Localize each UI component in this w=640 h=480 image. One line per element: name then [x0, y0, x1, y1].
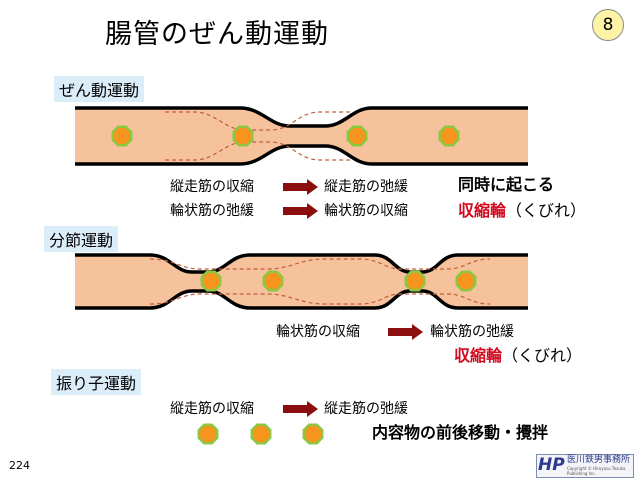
section-label-pendular: 振り子運動: [51, 369, 142, 395]
segmentation-tube-body: [75, 255, 528, 308]
publisher-logo-mark: HP: [538, 455, 565, 475]
section-label-segmentation: 分節運動: [44, 226, 119, 252]
peristalsis-dash-prev-bottom: [165, 141, 350, 161]
bolus-peristalsis-2: [346, 125, 368, 147]
peristalsis-ring-paren: （くびれ）: [506, 201, 587, 220]
publisher-logo: [536, 454, 634, 478]
page-number: 224: [9, 459, 30, 472]
peristalsis-wall-bottom: [75, 144, 528, 166]
bolus-group: [111, 125, 477, 445]
arrow-peristalsis-2: [283, 203, 318, 219]
peristalsis-line2-to: 輪状筋の収縮: [324, 203, 408, 219]
segmentation-note-ring: 収縮輪（くびれ）: [454, 347, 582, 365]
publisher-logo-sub: Copyright © Hiroyasu Tezuka Publishing I…: [567, 466, 626, 476]
segmentation-dash-bottom: [149, 293, 491, 305]
bolus-segmentation-6: [404, 270, 426, 292]
peristalsis-line2-from: 輪状筋の弛緩: [170, 203, 254, 219]
arrows: [283, 179, 423, 417]
arrow-pendular: [283, 401, 318, 417]
segmentation-wall-top: [75, 253, 528, 274]
bolus-pendular-9: [250, 423, 272, 445]
bolus-peristalsis-3: [438, 125, 460, 147]
peristalsis-note-ring: 収縮輪（くびれ）: [458, 202, 586, 220]
bolus-pendular-8: [197, 423, 219, 445]
peristalsis-tube-body: [75, 108, 528, 164]
segmentation-ring-paren: （くびれ）: [502, 346, 583, 365]
bolus-peristalsis-1: [232, 125, 254, 147]
segmentation-line-from: 輪状筋の収縮: [276, 324, 360, 340]
pendular-line-to: 縦走筋の弛緩: [324, 401, 408, 417]
segmentation-line-to: 輪状筋の弛緩: [430, 324, 514, 340]
publisher-logo-name: 医川鉄男事務所: [567, 455, 631, 465]
peristalsis-tube: [75, 106, 528, 166]
segmentation-ring-red: 収縮輪: [454, 346, 503, 365]
peristalsis-dash-prev: [165, 111, 350, 131]
peristalsis-wall-top: [75, 106, 528, 128]
segmentation-wall-bottom: [75, 289, 528, 310]
slide-number-badge: 8: [592, 9, 624, 41]
bolus-segmentation-5: [262, 270, 284, 292]
arrow-segmentation: [388, 324, 423, 340]
bolus-segmentation-4: [200, 270, 222, 292]
peristalsis-ring-red: 収縮輪: [458, 201, 507, 220]
bolus-pendular-10: [302, 423, 324, 445]
section-label-peristalsis: ぜん動運動: [54, 76, 145, 102]
peristalsis-line1-to: 縦走筋の弛緩: [324, 179, 408, 195]
segmentation-dash-top: [149, 258, 491, 270]
bolus-peristalsis-0: [111, 125, 133, 147]
peristalsis-note-simultaneous: 同時に起こる: [458, 175, 555, 194]
pendular-note: 内容物の前後移動・攪拌: [372, 423, 549, 442]
pendular-line-from: 縦走筋の収縮: [170, 401, 254, 417]
segmentation-tube: [75, 253, 528, 310]
page-title: 腸管のぜん動運動: [105, 19, 329, 50]
peristalsis-line1-from: 縦走筋の収縮: [170, 179, 254, 195]
arrow-peristalsis-1: [283, 179, 318, 195]
bolus-segmentation-7: [455, 270, 477, 292]
